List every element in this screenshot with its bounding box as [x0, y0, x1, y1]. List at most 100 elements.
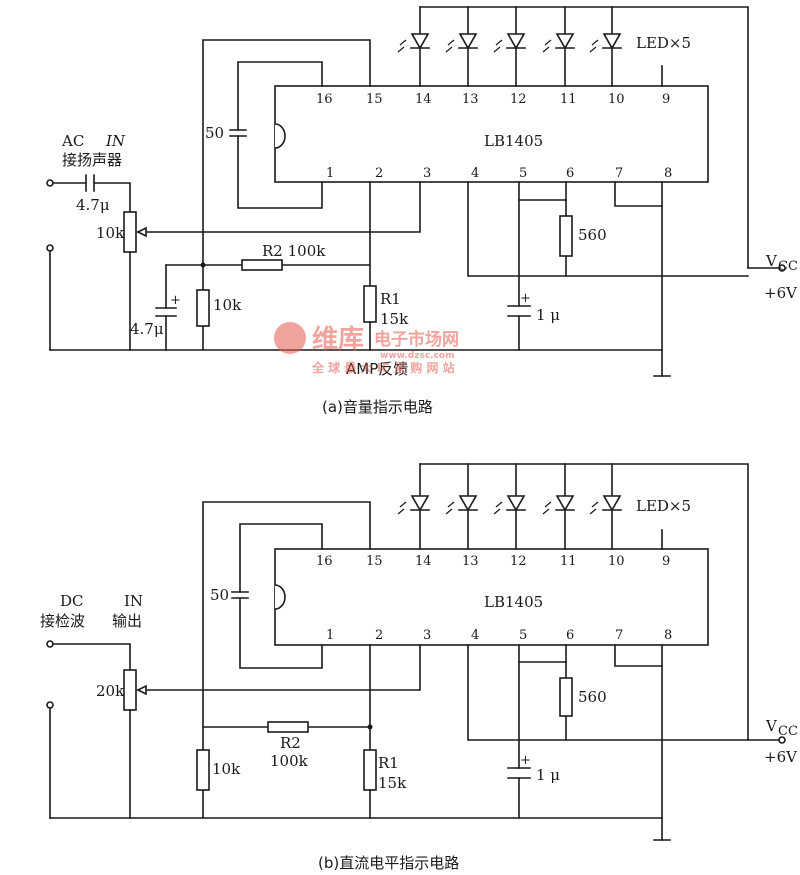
- watermark: 维库 电子市场网 www.dzsc.com 全 球 最 大 IC 采 购 网 站: [274, 322, 459, 375]
- input-wire: [52, 182, 131, 213]
- wiper-arrow: [136, 226, 147, 238]
- ic-label: LB1405: [484, 132, 543, 150]
- r2-label: R2 100k: [262, 242, 326, 260]
- pin-1: 1: [326, 166, 334, 181]
- pin-1: 1: [326, 628, 334, 643]
- cap-1u-plus: +: [520, 753, 531, 768]
- pin-2: 2: [375, 628, 383, 643]
- feedback-label: AMP反馈: [346, 360, 408, 378]
- pin-12: 12: [510, 554, 527, 569]
- led-label: LED×5: [636, 34, 691, 52]
- ic-body: [274, 548, 709, 646]
- input-type: DC: [60, 592, 84, 610]
- pin-16: 16: [316, 92, 333, 107]
- pin-labels-bottom: 1 2 3 4 5 6 7 8: [326, 166, 672, 181]
- ic-body: [274, 85, 709, 183]
- pin-9: 9: [662, 92, 670, 107]
- cap-50: [231, 591, 249, 599]
- pin-labels-bottom: 1 2 3 4 5 6 7 8: [326, 628, 672, 643]
- pin7-wire: [614, 644, 663, 667]
- led-3: [493, 463, 526, 550]
- r1-label: R1: [378, 754, 399, 772]
- input-label: IN: [105, 132, 126, 150]
- pin-10: 10: [608, 554, 625, 569]
- led-4: [542, 463, 575, 550]
- ic-notch: [274, 123, 286, 149]
- pot-20k: [123, 669, 137, 711]
- pin4-to-vcc: [467, 181, 749, 277]
- cap-1u: [507, 767, 531, 779]
- input-type: AC: [61, 132, 84, 150]
- caption-a: (a)音量指示电路: [322, 398, 433, 416]
- input-source-2: 输出: [112, 612, 142, 630]
- input-wire: [52, 643, 131, 671]
- pin-6: 6: [566, 166, 574, 181]
- caption-b: (b)直流电平指示电路: [318, 854, 459, 872]
- input-terminal: [46, 179, 54, 187]
- pin15-loop: [202, 39, 371, 351]
- pin7-wire: [614, 181, 663, 207]
- supply-label: +6V: [764, 748, 798, 766]
- r1-label: R1: [380, 290, 401, 308]
- pin-13: 13: [462, 92, 479, 107]
- vcc-label: V: [765, 717, 778, 735]
- cap-50-label: 50: [210, 586, 229, 604]
- r1-resistor: [363, 749, 377, 791]
- pin-15: 15: [366, 554, 383, 569]
- cap-1u: [507, 305, 531, 317]
- pin-5: 5: [519, 166, 527, 181]
- led-array: [397, 6, 622, 87]
- pin-16: 16: [316, 554, 333, 569]
- r-10k-label: 10k: [212, 760, 241, 778]
- pin-7: 7: [615, 628, 623, 643]
- ground-terminal: [46, 244, 54, 252]
- c-in-cap: [85, 174, 95, 192]
- pot-10k: [123, 211, 137, 253]
- pin-4: 4: [471, 166, 479, 181]
- led-array: [397, 463, 622, 550]
- cap-1u-label: 1 μ: [536, 766, 560, 784]
- r-10k: [196, 289, 210, 327]
- c47-plus: +: [170, 293, 181, 308]
- c47-cap: [155, 307, 177, 317]
- ground-terminal: [46, 701, 54, 709]
- ic-notch: [274, 584, 286, 610]
- r560-resistor: [559, 677, 573, 717]
- pin-labels-top: 16 15 14 13 12 11 10 9: [316, 554, 670, 569]
- r-10k-label: 10k: [213, 296, 242, 314]
- pin-6: 6: [566, 628, 574, 643]
- r1-value: 15k: [380, 310, 409, 328]
- pin-9: 9: [662, 554, 670, 569]
- cap-1u-plus: +: [520, 291, 531, 306]
- input-terminal: [46, 640, 54, 648]
- r1-resistor: [363, 285, 377, 323]
- pin1-loop: [239, 597, 323, 669]
- r560-label: 560: [578, 226, 607, 244]
- r2-resistor: [267, 721, 309, 733]
- watermark-logo-icon: [274, 322, 306, 354]
- pin-8: 8: [664, 166, 672, 181]
- pin1-loop: [237, 135, 323, 209]
- pin-14: 14: [415, 554, 432, 569]
- pin-7: 7: [615, 166, 623, 181]
- pin-8: 8: [664, 628, 672, 643]
- r2-resistor: [241, 259, 283, 271]
- pin16-loop: [237, 61, 323, 131]
- led-5: [589, 6, 622, 87]
- watermark-sub: 电子市场网: [374, 329, 459, 350]
- pin15-loop: [202, 501, 371, 819]
- r-10k: [196, 749, 210, 791]
- r560-wire: [518, 199, 567, 277]
- pin-2: 2: [375, 166, 383, 181]
- ic-label: LB1405: [484, 593, 543, 611]
- pin-3: 3: [423, 166, 431, 181]
- vcc-terminal: [778, 736, 786, 744]
- input-source: 接检波: [40, 612, 85, 630]
- pin-5: 5: [519, 628, 527, 643]
- c47-label: 4.7μ: [130, 320, 164, 338]
- pot-label: 10k: [96, 224, 125, 242]
- led-3: [493, 6, 526, 87]
- pin-4: 4: [471, 628, 479, 643]
- pin-13: 13: [462, 554, 479, 569]
